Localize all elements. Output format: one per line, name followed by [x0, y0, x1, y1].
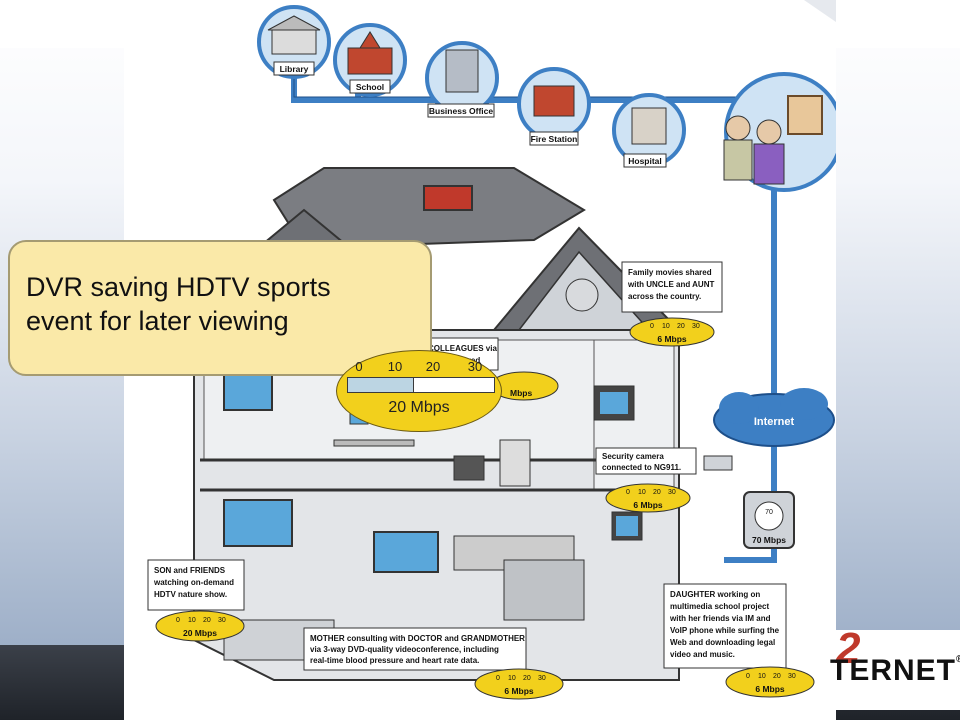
- meter-tick: 10: [387, 359, 403, 374]
- building-school: School: [333, 23, 407, 97]
- meter-colleagues: Mbps: [489, 371, 559, 401]
- meter-ticks: 0 10 20 30: [337, 359, 501, 375]
- svg-text:Family movies shared: Family movies shared: [628, 268, 712, 277]
- building-hospital: Hospital: [612, 93, 686, 168]
- svg-text:6 Mbps: 6 Mbps: [755, 684, 785, 694]
- bandwidth-meter: 0 10 20 30 20 Mbps: [336, 350, 502, 432]
- svg-text:Mbps: Mbps: [510, 388, 532, 398]
- meter-daughter: 0 10 20 30 6 Mbps: [725, 666, 815, 698]
- building-library: Library: [257, 5, 331, 79]
- svg-text:20: 20: [203, 617, 211, 624]
- svg-text:30: 30: [218, 617, 226, 624]
- svg-text:10: 10: [662, 323, 670, 330]
- callout-line-1: DVR saving HDTV sports: [26, 272, 331, 302]
- svg-text:30: 30: [668, 489, 676, 496]
- svg-text:with UNCLE and AUNT: with UNCLE and AUNT: [627, 280, 714, 289]
- svg-text:0: 0: [176, 617, 180, 624]
- meter-tick: 20: [425, 359, 441, 374]
- svg-text:20: 20: [677, 323, 685, 330]
- school-label: School: [356, 82, 384, 92]
- svg-text:VoIP phone while surfing the: VoIP phone while surfing the: [670, 626, 780, 635]
- library-label: Library: [280, 64, 309, 74]
- meter-tick: 0: [355, 359, 363, 374]
- svg-text:Security camera: Security camera: [602, 452, 664, 461]
- fire-station-label: Fire Station: [531, 134, 578, 144]
- meter-bar: [347, 377, 495, 393]
- svg-text:COLLEAGUES via: COLLEAGUES via: [428, 344, 497, 353]
- svg-text:MOTHER consulting with DOCTOR: MOTHER consulting with DOCTOR and GRANDM…: [310, 634, 525, 643]
- chimney: [423, 185, 473, 211]
- internet-label: Internet: [754, 416, 795, 428]
- svg-text:0: 0: [746, 673, 750, 680]
- svg-text:connected to NG911.: connected to NG911.: [602, 463, 681, 472]
- svg-text:6 Mbps: 6 Mbps: [657, 334, 687, 344]
- family-circle: [723, 72, 836, 192]
- svg-text:20: 20: [653, 489, 661, 496]
- page-fold: [804, 0, 836, 22]
- svg-text:watching on-demand: watching on-demand: [153, 578, 234, 587]
- svg-text:30: 30: [788, 673, 796, 680]
- note-family: Family movies shared with UNCLE and AUNT…: [621, 261, 723, 313]
- svg-text:across the country.: across the country.: [628, 292, 701, 301]
- security-camera: [703, 455, 733, 471]
- gauge-label: 70 Mbps: [752, 535, 786, 545]
- meter-son: 0 10 20 30 20 Mbps: [155, 610, 245, 642]
- svg-text:DAUGHTER working on: DAUGHTER working on: [670, 590, 760, 599]
- svg-text:10: 10: [508, 675, 516, 682]
- business-office-label: Business Office: [429, 106, 494, 116]
- house-diagram: Library School Business Office Fire Stat…: [147, 0, 836, 700]
- note-son: SON and FRIENDS watching on-demand HDTV …: [147, 559, 245, 611]
- svg-text:10: 10: [638, 489, 646, 496]
- svg-text:HDTV nature show.: HDTV nature show.: [154, 590, 227, 599]
- meter-tick: 30: [467, 359, 483, 374]
- building-business-office: Business Office: [425, 41, 499, 118]
- meter-fill: [348, 378, 415, 392]
- svg-text:30: 30: [538, 675, 546, 682]
- svg-text:6 Mbps: 6 Mbps: [633, 500, 663, 510]
- meter-family: 0 10 20 30 6 Mbps: [629, 317, 715, 347]
- svg-text:10: 10: [758, 673, 766, 680]
- svg-text:video and music.: video and music.: [670, 650, 735, 659]
- building-fire-station: Fire Station: [517, 67, 591, 146]
- svg-text:via 3-way DVD-quality videocon: via 3-way DVD-quality videoconference, i…: [310, 645, 499, 654]
- svg-text:multimedia school project: multimedia school project: [670, 602, 769, 611]
- svg-text:6 Mbps: 6 Mbps: [504, 686, 534, 696]
- meter-security: 0 10 20 30 6 Mbps: [605, 483, 691, 513]
- svg-text:Web and downloading legal: Web and downloading legal: [670, 638, 775, 647]
- svg-text:with her friends via IM and: with her friends via IM and: [669, 614, 771, 623]
- internet-cloud: Internet: [713, 388, 835, 447]
- hospital-label: Hospital: [628, 156, 662, 166]
- svg-text:0: 0: [626, 489, 630, 496]
- svg-text:0: 0: [496, 675, 500, 682]
- svg-text:30: 30: [692, 323, 700, 330]
- bandwidth-gauge: 70 70 Mbps: [743, 491, 795, 549]
- dvr-callout: DVR saving HDTV sports event for later v…: [8, 240, 432, 376]
- svg-text:20 Mbps: 20 Mbps: [183, 628, 217, 638]
- gauge-value: 70: [765, 509, 773, 516]
- meter-label: 20 Mbps: [388, 399, 450, 416]
- svg-text:0: 0: [650, 323, 654, 330]
- callout-line-2: event for later viewing: [26, 306, 289, 336]
- svg-text:real-time blood pressure and h: real-time blood pressure and heart rate …: [310, 656, 479, 665]
- svg-text:20: 20: [773, 673, 781, 680]
- svg-text:10: 10: [188, 617, 196, 624]
- note-security: Security camera connected to NG911.: [595, 447, 697, 475]
- svg-text:20: 20: [523, 675, 531, 682]
- svg-text:SON and FRIENDS: SON and FRIENDS: [154, 566, 226, 575]
- note-daughter: DAUGHTER working on multimedia school pr…: [663, 583, 787, 669]
- logo-text: TERNET®: [830, 654, 960, 687]
- note-mother: MOTHER consulting with DOCTOR and GRANDM…: [303, 627, 527, 671]
- meter-mother: 0 10 20 30 6 Mbps: [474, 668, 564, 700]
- logo-digit: 2: [836, 624, 861, 673]
- internet2-logo: 2 TERNET®: [826, 624, 960, 710]
